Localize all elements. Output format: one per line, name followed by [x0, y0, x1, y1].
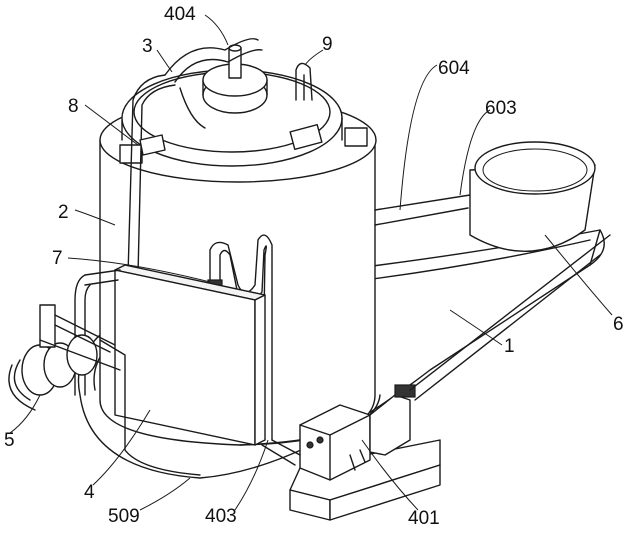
label-8: 8: [68, 96, 79, 117]
box-4: [114, 264, 266, 446]
tank-lid: [99, 44, 377, 183]
label-5: 5: [4, 430, 15, 451]
label-2: 2: [58, 202, 69, 223]
label-603: 603: [485, 98, 517, 119]
label-7: 7: [52, 248, 63, 269]
pipe-3-8: [127, 74, 176, 276]
label-604: 604: [438, 58, 470, 79]
label-3: 3: [142, 36, 153, 57]
pipe-604: [374, 194, 471, 226]
label-1: 1: [504, 336, 515, 357]
label-404: 404: [164, 4, 196, 25]
label-509: 509: [108, 506, 140, 527]
label-6: 6: [613, 314, 624, 335]
label-401: 401: [408, 508, 440, 529]
label-9: 9: [322, 34, 333, 55]
motor-401: [261, 234, 611, 521]
label-403: 403: [205, 506, 237, 527]
frame-pipes: [74, 269, 201, 476]
pump-5: [8, 304, 121, 411]
container-6: [469, 141, 596, 252]
hook-9: [295, 62, 313, 101]
leader-lines: [9, 14, 613, 511]
label-4: 4: [84, 482, 95, 503]
pipe-404: [164, 38, 263, 129]
reference-numerals: 404 3 9 604 8 603 2 7 6 1 5 4 509 403 40…: [4, 4, 624, 529]
